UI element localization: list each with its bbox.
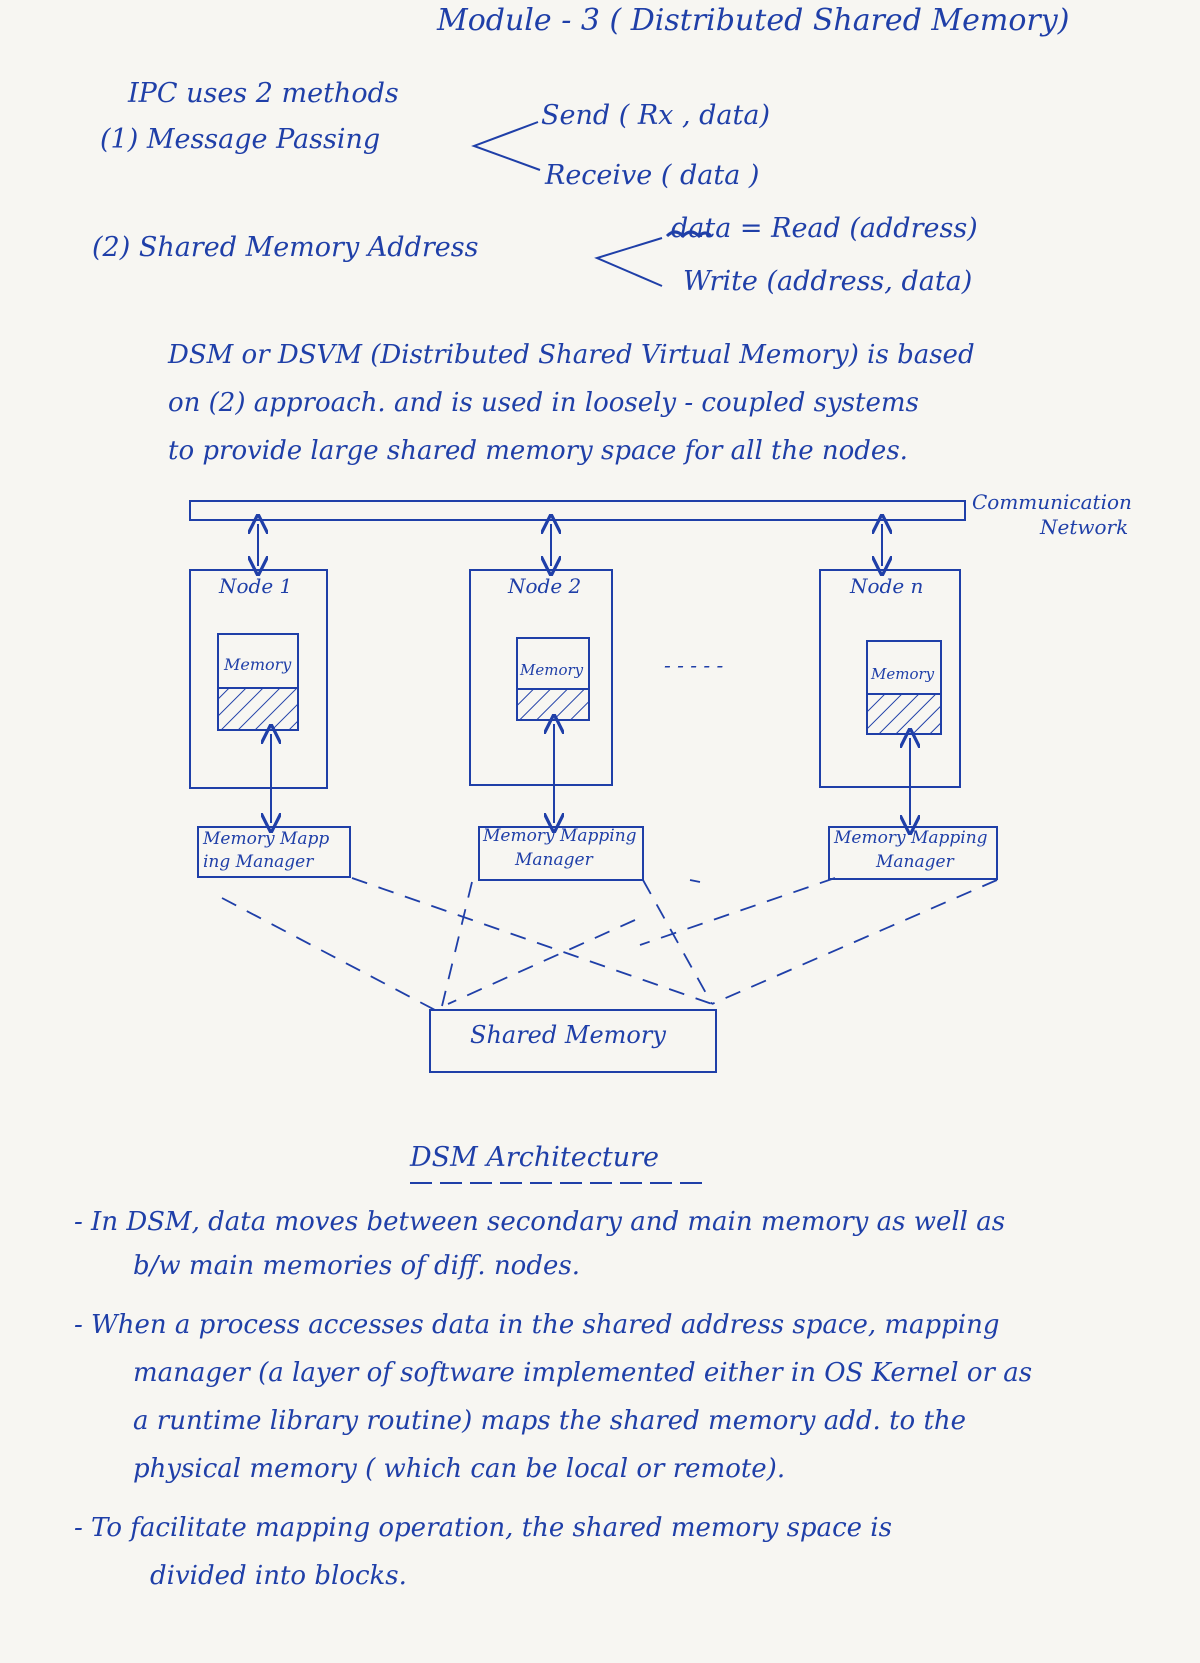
node-1-memory-box (217, 633, 299, 731)
node-2-manager-line-2: Manager (515, 850, 593, 870)
node-2-label: Node 2 (508, 574, 582, 598)
node-n-label: Node n (850, 574, 924, 598)
node-2-memory-hatch (518, 690, 588, 719)
node-1-manager-line-1: Memory Mapp (203, 829, 330, 849)
nodes-ellipsis: - - - - - (664, 653, 724, 677)
diagram-caption: DSM Architecture (410, 1142, 659, 1173)
ipc-method-2: (2) Shared Memory Address (92, 232, 479, 263)
node-2-manager-box (478, 826, 644, 881)
bullet-3-line-1: - To facilitate mapping operation, the s… (74, 1513, 892, 1543)
node-n-manager-line-2: Manager (876, 852, 954, 872)
node-1-memory-label: Memory (224, 655, 292, 674)
node-2-manager-line-1: Memory Mapping (483, 826, 637, 846)
message-passing-bracket (471, 121, 541, 171)
node-2-memory-label: Memory (520, 661, 584, 679)
shared-memory-bracket (594, 237, 663, 287)
bullet-2-line-2: manager (a layer of software implemented… (133, 1358, 1033, 1388)
write-label: Write (address, data) (683, 266, 973, 297)
node-1-memory-hatch (219, 689, 297, 729)
node-1-box (189, 569, 328, 789)
bullet-2-line-4: physical memory ( which can be local or … (133, 1454, 786, 1484)
node-1-label: Node 1 (219, 574, 293, 598)
read-label: data = Read (address) (671, 213, 978, 244)
node-n-memory-label: Memory (871, 665, 935, 683)
ipc-method-1: (1) Message Passing (100, 124, 381, 155)
dsm-intro-line-3: to provide large shared memory space for… (168, 436, 908, 466)
send-label: Send ( Rx , data) (541, 100, 771, 131)
dsm-intro-line-1: DSM or DSVM (Distributed Shared Virtual … (168, 340, 975, 370)
node-1-manager-line-2: ing Manager (203, 852, 314, 872)
node-n-manager-box (828, 826, 998, 880)
page-title: Module - 3 ( Distributed Shared Memory) (437, 3, 1070, 38)
network-label-line-2: Network (1040, 515, 1129, 539)
bullet-2-line-1: - When a process accesses data in the sh… (74, 1310, 1000, 1340)
bullet-1-line-1: - In DSM, data moves between secondary a… (74, 1207, 1006, 1237)
shared-memory-label: Shared Memory (470, 1021, 666, 1049)
node-n-manager-line-1: Memory Mapping (834, 828, 988, 848)
node-1-manager-box (197, 826, 351, 878)
receive-label: Receive ( data ) (545, 160, 760, 191)
bullet-2-line-3: a runtime library routine) maps the shar… (133, 1406, 967, 1436)
ipc-intro: IPC uses 2 methods (128, 78, 399, 109)
node-n-memory-hatch (868, 695, 940, 733)
communication-network-bar (189, 500, 966, 521)
bullet-3-line-2: divided into blocks. (150, 1561, 407, 1591)
shared-memory-box (429, 1009, 717, 1073)
dashed-connectors (221, 877, 998, 1011)
scribble-mark (665, 230, 713, 239)
network-label-line-1: Communication (972, 490, 1132, 514)
bullet-1-line-2: b/w main memories of diff. nodes. (133, 1251, 580, 1281)
dsm-intro-line-2: on (2) approach. and is used in loosely … (168, 388, 919, 418)
